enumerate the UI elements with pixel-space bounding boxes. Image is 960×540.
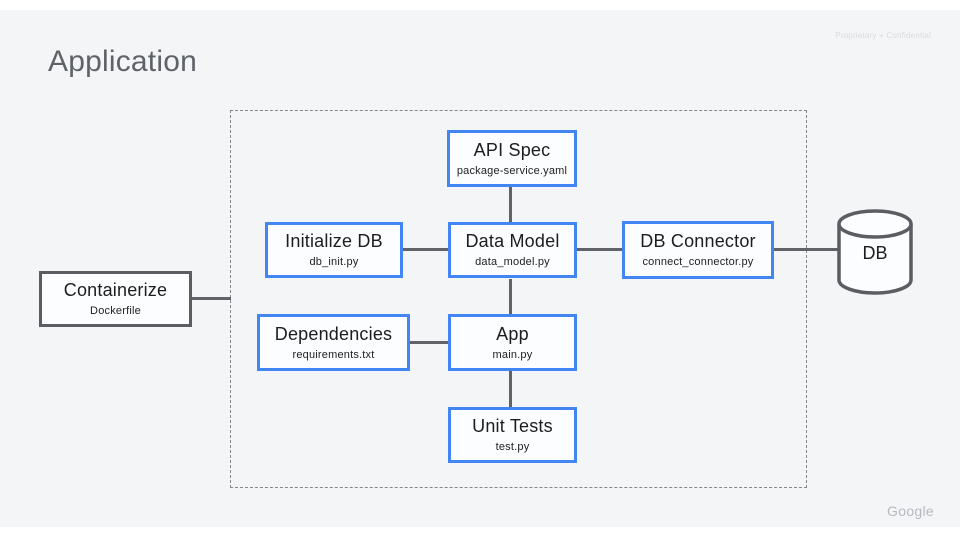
- edge-data-model-to-db-connector: [576, 248, 623, 251]
- node-title: App: [496, 323, 529, 344]
- node-title: Data Model: [465, 231, 560, 251]
- google-logo: Google: [887, 503, 934, 519]
- edge-api-spec-to-data-model: [509, 187, 512, 224]
- node-title: API Spec: [473, 139, 551, 160]
- edge-containerize-to-boundary: [192, 297, 231, 300]
- node-title: Dependencies: [274, 323, 393, 344]
- database-cylinder-shape[interactable]: [835, 207, 915, 295]
- edge-data-model-to-app: [509, 279, 512, 316]
- node-db-connector[interactable]: DB Connector connect_connector.py: [622, 221, 774, 279]
- edge-db-connector-to-db: [773, 248, 839, 251]
- node-subtitle: connect_connector.py: [642, 256, 754, 268]
- node-subtitle: Dockerfile: [90, 305, 141, 317]
- node-data-model[interactable]: Data Model data_model.py: [448, 222, 577, 278]
- node-app[interactable]: App main.py: [448, 314, 577, 371]
- edge-app-to-unit-tests: [509, 371, 512, 408]
- edge-dependencies-to-app: [409, 341, 449, 344]
- node-subtitle: data_model.py: [475, 256, 550, 268]
- node-title: Unit Tests: [472, 416, 553, 436]
- node-unit-tests[interactable]: Unit Tests test.py: [448, 407, 577, 463]
- node-title: Initialize DB: [285, 231, 383, 251]
- node-subtitle: db_init.py: [309, 256, 359, 268]
- slide-title: Application: [48, 45, 197, 78]
- node-subtitle: main.py: [492, 348, 533, 361]
- node-api-spec[interactable]: API Spec package-service.yaml: [447, 130, 577, 187]
- node-containerize[interactable]: Containerize Dockerfile: [39, 271, 192, 327]
- node-initialize-db[interactable]: Initialize DB db_init.py: [265, 222, 403, 278]
- node-subtitle: test.py: [495, 441, 530, 453]
- node-dependencies[interactable]: Dependencies requirements.txt: [257, 314, 410, 371]
- node-subtitle: package-service.yaml: [456, 164, 568, 177]
- node-title: Containerize: [63, 280, 168, 300]
- watermark-text: Proprietary + Confidential: [835, 31, 931, 40]
- edge-initialize-db-to-data-model: [403, 248, 449, 251]
- node-subtitle: requirements.txt: [292, 348, 375, 361]
- node-db-label: DB: [862, 243, 888, 263]
- node-title: DB Connector: [640, 231, 756, 251]
